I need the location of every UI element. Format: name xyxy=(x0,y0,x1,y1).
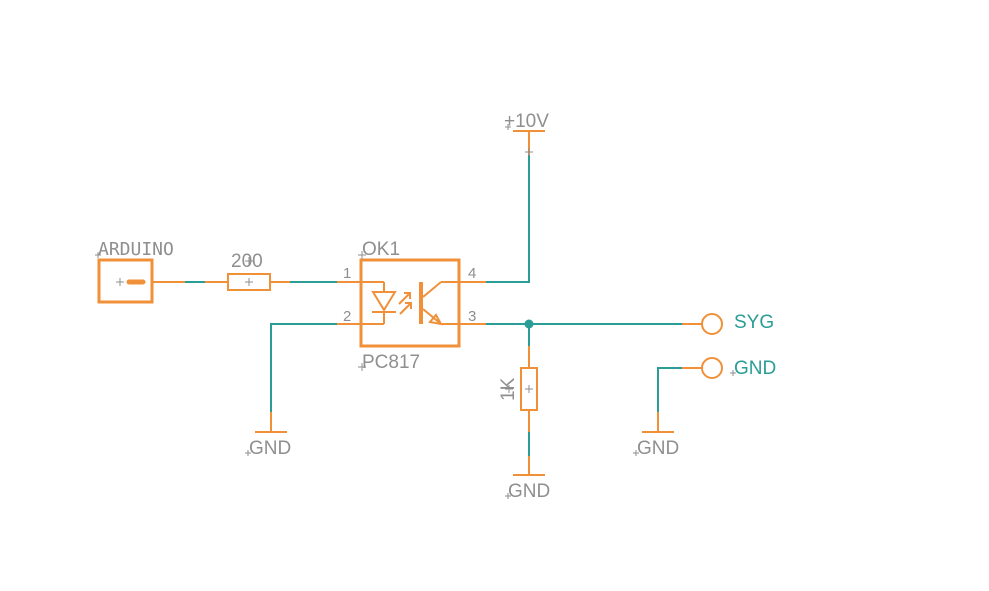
wire-terminal-gnd xyxy=(657,367,682,412)
ground-symbol-right[interactable]: GND xyxy=(633,412,679,459)
ground-symbol-center[interactable]: GND xyxy=(505,456,550,502)
optocoupler-model: PC817 xyxy=(362,352,420,373)
led-icon xyxy=(371,282,397,324)
terminal-syg-label: SYG xyxy=(734,312,774,333)
pin-number-4: 4 xyxy=(468,265,476,282)
arduino-connector[interactable]: ARDUINO xyxy=(95,239,185,304)
wire-pin4-supply xyxy=(486,155,530,283)
pin-number-1: 1 xyxy=(343,265,351,282)
ground-right-label: GND xyxy=(637,438,679,459)
ground-center-label: GND xyxy=(508,481,550,502)
optocoupler-name: OK1 xyxy=(362,239,400,260)
resistor-r1[interactable]: 200 xyxy=(205,251,290,291)
light-arrows-icon xyxy=(398,292,412,315)
junction-dot xyxy=(524,319,534,329)
ground-left-label: GND xyxy=(249,438,291,459)
pin-number-2: 2 xyxy=(343,308,351,325)
wire-pin2-gnd xyxy=(270,323,337,412)
phototransistor-icon xyxy=(419,281,459,326)
supply-10v[interactable]: +10V xyxy=(504,111,549,156)
terminal-gnd-label: GND xyxy=(734,358,776,379)
connector-label: ARDUINO xyxy=(98,239,174,260)
pin-number-3: 3 xyxy=(468,308,476,325)
terminal-syg-pad xyxy=(701,313,723,335)
optocoupler-ok1[interactable]: 1 2 4 3 OK1 PC817 xyxy=(337,239,486,373)
terminal-gnd-pad xyxy=(701,357,723,379)
ground-symbol-left[interactable]: GND xyxy=(245,412,291,459)
optocoupler-body xyxy=(359,258,461,348)
resistor-r1-value: 200 xyxy=(231,251,263,272)
terminal-gnd[interactable]: GND xyxy=(682,357,776,379)
terminal-syg[interactable]: SYG xyxy=(682,312,774,335)
supply-label: +10V xyxy=(504,111,549,132)
resistor-r2[interactable]: 1K xyxy=(498,346,538,432)
resistor-r2-value: 1K xyxy=(498,377,519,401)
wires xyxy=(185,155,682,456)
